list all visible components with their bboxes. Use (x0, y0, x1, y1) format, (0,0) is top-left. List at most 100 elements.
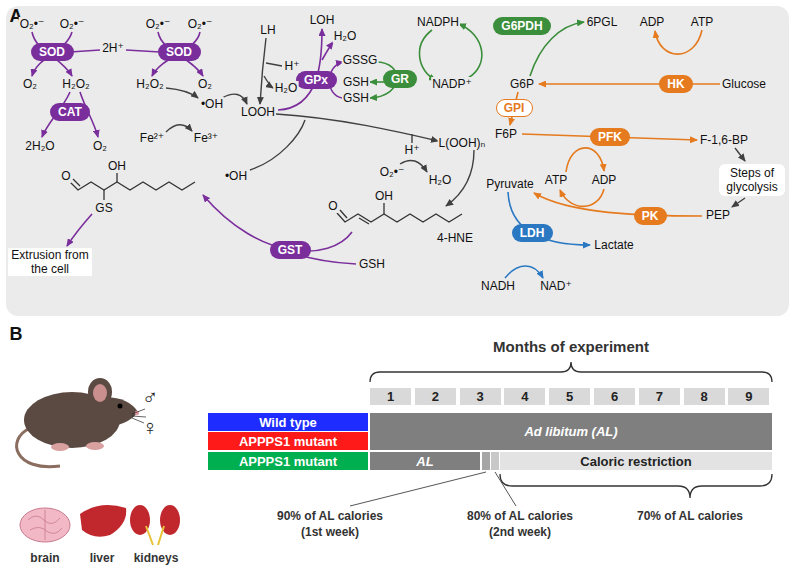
bracket (500, 474, 772, 498)
enzyme-pill: GPx (296, 71, 337, 89)
month-cell: 8 (684, 388, 725, 405)
metabolite-label: O (327, 199, 338, 213)
mouse-figure (51, 443, 69, 451)
metabolite-label: O₂•⁻ (379, 165, 406, 179)
metabolite-label: Fe³⁺ (193, 131, 219, 145)
metabolite-label: NADH (480, 279, 516, 293)
bracket (370, 362, 772, 382)
step-box: Steps of glycolysis (719, 164, 785, 196)
skeletal-structure (340, 210, 347, 218)
metabolite-label: H⁺ (284, 59, 301, 73)
reaction-arrow (508, 192, 590, 245)
node-text: 1 (387, 389, 394, 404)
metabolite-label: Fe²⁺ (139, 131, 165, 145)
reaction-arrow (322, 42, 333, 60)
metabolite-label: LOOH (240, 105, 276, 119)
group-label: APPPS1 mutant (208, 452, 368, 470)
diet-band: AL (370, 452, 480, 470)
organ-figures (80, 505, 126, 537)
annotation-label: 70% of AL calories (636, 509, 744, 523)
organ-figures (146, 526, 164, 545)
month-cell: 9 (728, 388, 769, 405)
metabolite-label: 2H⁺ (101, 41, 125, 55)
node-text: CAT (58, 105, 82, 119)
metabolite-label: Pyruvate (485, 177, 534, 191)
reaction-arrow (420, 30, 436, 80)
metabolite-label: GSH (342, 91, 370, 105)
annotation-label: 80% of AL calories (466, 509, 574, 523)
annotation-label: 90% of AL calories (276, 509, 384, 523)
metabolite-label: NADPH (416, 15, 460, 29)
node-text: Wild type (259, 415, 317, 430)
skeletal-structure (116, 173, 117, 182)
month-cell: 1 (370, 388, 411, 405)
enzyme-pill: GPI (496, 99, 533, 117)
sex-symbol: ♂ (142, 386, 159, 410)
metabolite-label: O₂•⁻ (19, 17, 46, 31)
skeletal-structure (103, 190, 104, 200)
metabolite-label: G6P (509, 77, 535, 91)
metabolite-label: GSH (358, 257, 386, 271)
node-text: PFK (598, 130, 622, 144)
metabolite-label: O₂ (92, 139, 108, 153)
skeletal-structure (359, 218, 369, 224)
node-text: 2 (432, 389, 439, 404)
metabolite-label: O₂•⁻ (59, 17, 86, 31)
reaction-arrow (152, 32, 200, 76)
metabolite-label: •OH (224, 169, 248, 183)
enzyme-pill: PFK (590, 128, 630, 146)
organ-figures (20, 508, 70, 542)
metabolite-label: 6PGL (586, 15, 619, 29)
reaction-arrow (266, 63, 282, 66)
enzyme-pill: CAT (50, 103, 90, 121)
metabolite-label: GSSG (342, 53, 379, 67)
reaction-arrow (70, 50, 100, 52)
leader-line (350, 472, 516, 506)
enzyme-pill: GR (383, 70, 417, 88)
month-cell: 4 (504, 388, 545, 405)
node-text: 3 (476, 389, 483, 404)
skeletal-structure (70, 173, 462, 224)
annotation-label: brain (29, 551, 60, 565)
node-text: HK (667, 77, 684, 91)
metabolite-label: O₂ (197, 77, 213, 91)
metabolite-label: Glucose (721, 77, 767, 91)
node-text: Caloric restriction (580, 454, 691, 469)
metabolite-label: L(OOH)ₙ (438, 136, 487, 150)
node-text: GPx (304, 73, 328, 87)
metabolite-label: •OH (200, 97, 224, 111)
metabolite-label: PEP (705, 208, 731, 222)
reaction-arrow (166, 125, 192, 132)
skeletal-structure (70, 182, 195, 190)
metabolite-label: H⁺ (404, 143, 421, 157)
node-text: GR (391, 72, 409, 86)
metabolite-label: F-1,6-BP (699, 133, 749, 147)
transition-segment (491, 452, 499, 470)
bracket (370, 362, 772, 498)
node-text: APPPS1 mutant (239, 434, 337, 449)
group-label: Wild type (208, 413, 368, 431)
node-text: GPI (504, 101, 525, 115)
reaction-arrow (459, 24, 482, 78)
metabolite-label: ATP (544, 173, 568, 187)
reaction-arrow (222, 94, 247, 104)
diet-band: Ad libitum (AL) (370, 413, 772, 450)
reaction-arrow (505, 266, 543, 278)
metabolite-label: ADP (591, 173, 618, 187)
enzyme-pill: LDH (512, 224, 553, 242)
annotation-label: liver (89, 551, 116, 565)
axis-title: Months of experiment (491, 340, 651, 354)
sex-symbol: ♀ (142, 416, 159, 440)
month-cell: 5 (549, 388, 590, 405)
reaction-arrow (278, 29, 322, 110)
metabolite-label: NAD⁺ (539, 279, 573, 293)
enzyme-pill: GST (270, 241, 311, 259)
month-cell: 6 (594, 388, 635, 405)
metabolite-label: H₂O (333, 29, 358, 43)
node-text: Steps of glycolysis (722, 166, 782, 194)
node-text: AL (416, 454, 433, 469)
annotation-label: (1st week) (300, 525, 360, 539)
reaction-arrow (560, 189, 604, 206)
metabolite-label: O₂•⁻ (187, 17, 214, 31)
reaction-arrow (655, 30, 702, 54)
